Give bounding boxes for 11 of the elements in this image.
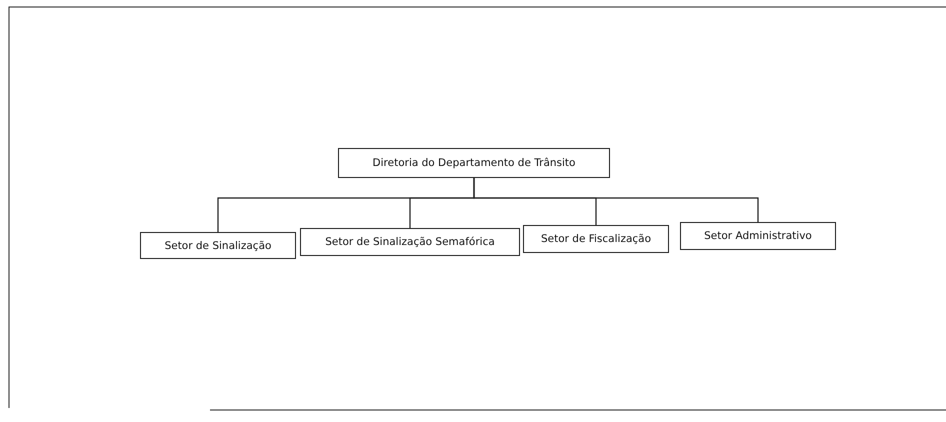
box-label: Setor de Fiscalização xyxy=(540,233,652,245)
org-box xyxy=(680,222,836,250)
box-label: Setor Administrativo xyxy=(704,230,812,242)
org-box xyxy=(338,148,610,178)
org-box xyxy=(140,232,296,259)
box-label: Setor de Sinalização Semafórica xyxy=(325,236,495,248)
org-box xyxy=(523,225,669,253)
connector-line xyxy=(473,178,759,222)
box-label: Setor de Sinalização xyxy=(164,240,272,252)
org-box xyxy=(300,228,520,256)
box-label: Diretoria do Departamento de Trânsito xyxy=(372,157,576,169)
